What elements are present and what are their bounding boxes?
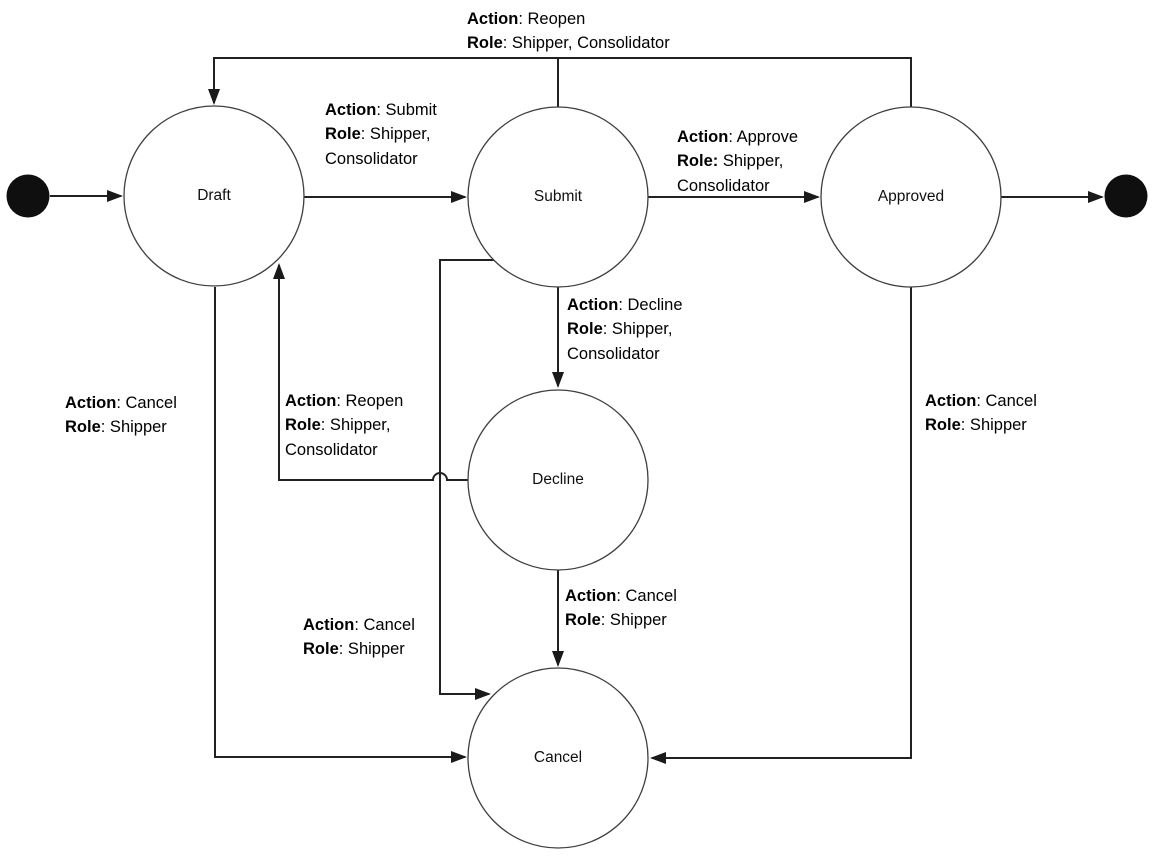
label-text: Consolidator xyxy=(325,149,418,168)
label-key: Action xyxy=(65,394,117,412)
edge-approved-to-cancel xyxy=(650,287,912,764)
label-text: : Submit xyxy=(376,101,437,119)
label-key: Role xyxy=(925,416,961,435)
label-line: Role: Shipper xyxy=(925,413,1037,437)
edge-label-submit-cancel: Action: Cancel Role: Shipper xyxy=(303,613,415,662)
state-decline xyxy=(467,389,649,571)
label-text: Consolidator xyxy=(677,176,770,195)
label-line: Consolidator xyxy=(325,147,437,171)
label-line: Action: Reopen xyxy=(467,7,670,31)
label-line: Role: Shipper, xyxy=(325,122,437,146)
label-text: : Shipper xyxy=(600,611,667,630)
label-line: Role: Shipper xyxy=(65,415,177,439)
label-text: : Shipper xyxy=(338,640,405,659)
label-line: Consolidator xyxy=(567,342,683,366)
label-text: : Approve xyxy=(728,128,799,146)
label-text: : Shipper, xyxy=(360,125,431,144)
label-line: Role: Shipper xyxy=(303,637,415,661)
state-submit xyxy=(467,106,649,288)
edge-label-draft-cancel: Action: Cancel Role: Shipper xyxy=(65,391,177,440)
state-approved-label: Approved xyxy=(877,188,945,205)
label-key: Action xyxy=(677,128,729,146)
label-line: Action: Reopen xyxy=(285,389,403,413)
edge-label-submit-approve: Action: Approve Role: Shipper, Consolida… xyxy=(677,125,798,198)
label-key: Role xyxy=(65,418,101,437)
label-text: : Cancel xyxy=(976,392,1037,410)
label-text: : Decline xyxy=(618,296,683,314)
label-key: Role xyxy=(567,320,603,339)
state-draft xyxy=(123,105,305,287)
label-line: Action: Cancel xyxy=(303,613,415,637)
label-line: Action: Cancel xyxy=(925,389,1037,413)
label-key: Role: xyxy=(677,152,719,171)
label-text: : Shipper, Consolidator xyxy=(502,34,670,53)
label-text: : Cancel xyxy=(354,616,415,634)
label-line: Role: Shipper xyxy=(565,608,677,632)
label-line: Action: Decline xyxy=(567,293,683,317)
state-draft-label: Draft xyxy=(197,187,231,204)
label-line: Consolidator xyxy=(677,174,798,198)
label-text: Shipper, xyxy=(718,152,784,171)
label-key: Action xyxy=(567,296,619,314)
label-text: : Reopen xyxy=(518,10,586,28)
edge-submit-to-cancel xyxy=(439,259,494,700)
edge-label-submit-decline: Action: Decline Role: Shipper, Consolida… xyxy=(567,293,683,366)
edge-label-draft-submit: Action: Submit Role: Shipper, Consolidat… xyxy=(325,98,437,171)
edge-decline-to-draft xyxy=(273,263,468,481)
state-decline-label: Decline xyxy=(532,471,584,488)
state-approved xyxy=(820,106,1002,288)
edge-label-decline-reopen: Action: Reopen Role: Shipper, Consolidat… xyxy=(285,389,403,462)
label-line: Role: Shipper, xyxy=(677,149,798,173)
label-line: Action: Cancel xyxy=(65,391,177,415)
label-line: Role: Shipper, Consolidator xyxy=(467,31,670,55)
start-node xyxy=(6,174,50,218)
label-key: Role xyxy=(285,416,321,435)
label-key: Action xyxy=(565,587,617,605)
label-text: Consolidator xyxy=(285,440,378,459)
label-text: Consolidator xyxy=(567,344,660,363)
label-line: Role: Shipper, xyxy=(567,317,683,341)
label-text: : Shipper xyxy=(100,418,167,437)
edge-label-reopen-top: Action: Reopen Role: Shipper, Consolidat… xyxy=(467,7,670,56)
edge-label-decline-cancel: Action: Cancel Role: Shipper xyxy=(565,584,677,633)
label-key: Action xyxy=(325,101,377,119)
label-key: Role xyxy=(565,611,601,630)
label-key: Action xyxy=(303,616,355,634)
label-text: : Shipper xyxy=(960,416,1027,435)
end-node xyxy=(1104,174,1148,218)
label-key: Action xyxy=(467,10,519,28)
label-line: Action: Submit xyxy=(325,98,437,122)
state-cancel-label: Cancel xyxy=(533,749,583,766)
label-line: Action: Approve xyxy=(677,125,798,149)
label-line: Role: Shipper, xyxy=(285,413,403,437)
state-cancel xyxy=(467,667,649,849)
label-key: Role xyxy=(303,640,339,659)
state-submit-label: Submit xyxy=(533,188,583,205)
label-text: : Shipper, xyxy=(602,320,673,339)
label-line: Consolidator xyxy=(285,438,403,462)
edge-reopen-to-draft xyxy=(208,57,912,107)
label-line: Action: Cancel xyxy=(565,584,677,608)
label-key: Role xyxy=(467,34,503,53)
label-text: : Cancel xyxy=(116,394,177,412)
edge-draft-to-cancel xyxy=(214,287,467,763)
edge-label-approved-cancel: Action: Cancel Role: Shipper xyxy=(925,389,1037,438)
label-key: Action xyxy=(285,392,337,410)
label-text: : Reopen xyxy=(336,392,404,410)
label-text: : Cancel xyxy=(616,587,677,605)
label-key: Role xyxy=(325,125,361,144)
label-key: Action xyxy=(925,392,977,410)
label-text: : Shipper, xyxy=(320,416,391,435)
